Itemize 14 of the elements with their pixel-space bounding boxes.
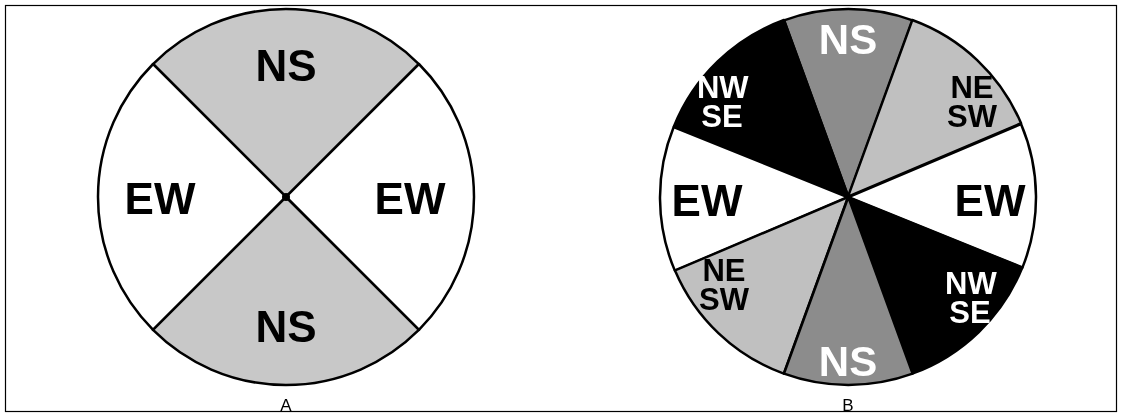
sector-label: NE SW [947, 72, 997, 132]
sector-label: NS [254, 45, 318, 87]
sector-label: NS [817, 342, 879, 382]
diagram-label: A [280, 396, 292, 416]
sector-label: EW [373, 178, 447, 220]
sector-label: NW SE [697, 72, 747, 132]
sector-label: EW [670, 180, 744, 222]
sector-label: NW SE [945, 268, 995, 328]
sector-label: EW [123, 178, 197, 220]
diagram-label: B [842, 396, 854, 416]
sector-label: NE SW [699, 255, 749, 315]
sector-label: EW [953, 180, 1027, 222]
sector-label: NS [817, 20, 879, 60]
sector-label: NS [254, 306, 318, 348]
